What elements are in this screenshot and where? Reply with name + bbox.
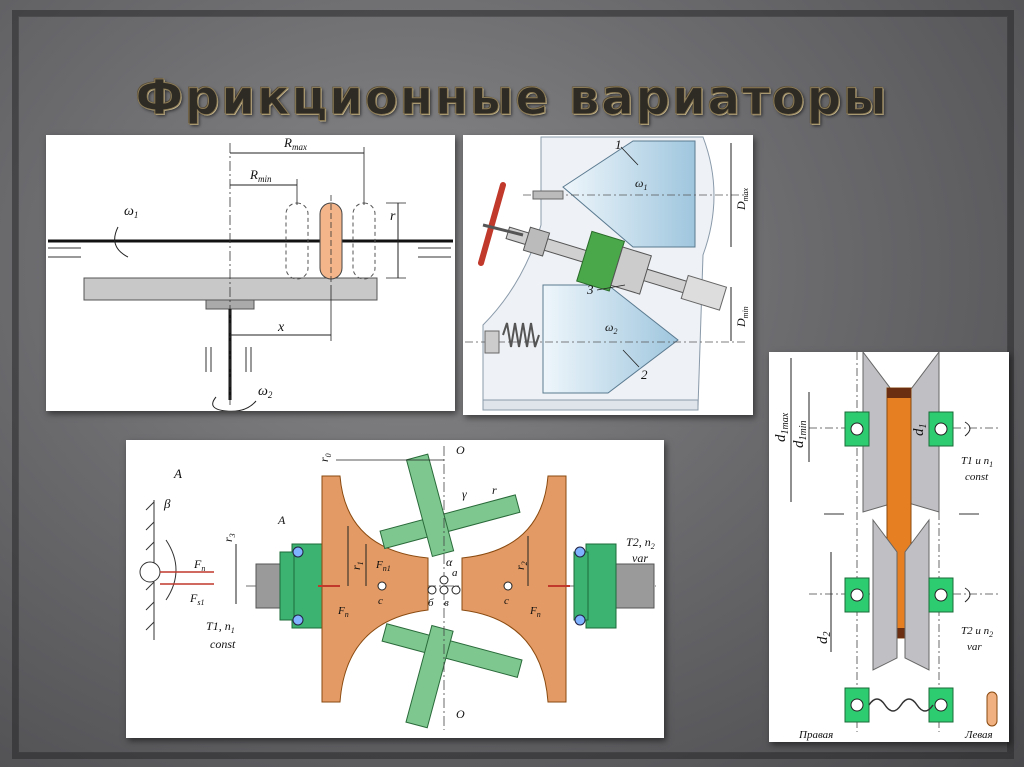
var-label: var — [632, 551, 648, 565]
r2-label: r2 — [513, 561, 529, 570]
belt-variator-diagram: d1max d1min d1 d2 T1 и n1 const T2 и n2 … — [773, 352, 999, 741]
d1min-label: d1min — [791, 421, 809, 449]
r-min-label: Rmin — [249, 167, 272, 184]
fn-right-label: Fn — [529, 605, 541, 619]
t1n1-label: T1 и n1 — [961, 455, 993, 469]
o-top-label: O — [456, 443, 465, 457]
right-side-label: Правая — [798, 729, 833, 741]
cone-variator-diagram: 1 2 3 ω1 ω2 Dmax Dmin — [465, 136, 750, 411]
r1-label: r1 — [349, 561, 365, 570]
omega2-label: ω2 — [605, 320, 617, 336]
beta-label: β — [163, 496, 171, 511]
arrow-a-label: A — [277, 513, 286, 527]
a-label: a — [452, 567, 458, 579]
t2n2-label: T2, n2 — [626, 535, 655, 551]
v-label: в — [444, 597, 449, 609]
d-max-label: Dmax — [734, 188, 750, 211]
omega1-label: ω1 — [124, 204, 138, 220]
const-label: const — [210, 637, 236, 651]
slide-title: Фрикционные вариаторы — [135, 70, 889, 127]
o-bottom-label: O — [456, 707, 465, 721]
r-label: r — [390, 209, 396, 224]
const-label: const — [965, 471, 989, 483]
var-label: var — [967, 641, 982, 653]
d2-label: d2 — [815, 632, 833, 645]
fn-label: Fn — [193, 557, 205, 573]
alpha-label: α — [446, 555, 453, 569]
cone-2-label: 2 — [641, 367, 648, 382]
b-label: б — [428, 597, 434, 609]
omega1-label: ω1 — [635, 176, 647, 192]
panel-toroidal-variator: A β Fn Fs1 r3 A r0 r1 r2 O O γ r α Fn1 F… — [126, 440, 664, 738]
left-side-label: Левая — [964, 729, 993, 741]
d1-label: d1 — [911, 424, 929, 437]
toroidal-variator-diagram: A β Fn Fs1 r3 A r0 r1 r2 O O γ r α Fn1 F… — [139, 443, 656, 730]
panel-disc-roller-variator: Rmax Rmin ω1 ω2 r x — [46, 135, 455, 411]
fn1-label: Fn1 — [375, 559, 391, 573]
roller-3-label: 3 — [586, 282, 594, 297]
r-max-label: Rmax — [283, 135, 307, 152]
d-min-label: Dmin — [734, 306, 750, 328]
fn-left-label: Fn — [337, 605, 349, 619]
d1max-label: d1max — [773, 412, 791, 442]
c-right-label: c — [504, 595, 509, 607]
t1n1-label: T1, n1 — [206, 619, 235, 635]
r3-label: r3 — [221, 533, 237, 542]
disc-roller-diagram: Rmax Rmin ω1 ω2 r x — [48, 135, 453, 411]
c-left-label: c — [378, 595, 383, 607]
fs1-label: Fs1 — [189, 591, 204, 607]
panel-belt-variator: d1max d1min d1 d2 T1 и n1 const T2 и n2 … — [769, 352, 1009, 742]
omega2-label: ω2 — [258, 384, 273, 400]
r-label: r — [492, 483, 497, 497]
r0-label: r0 — [317, 453, 333, 462]
x-label: x — [277, 320, 285, 335]
view-a-label: A — [173, 466, 182, 481]
panel-cone-variator: 1 2 3 ω1 ω2 Dmax Dmin — [463, 135, 753, 415]
t2n2-label: T2 и n2 — [961, 625, 993, 639]
gamma-label: γ — [462, 487, 467, 501]
cone-1-label: 1 — [615, 137, 622, 152]
